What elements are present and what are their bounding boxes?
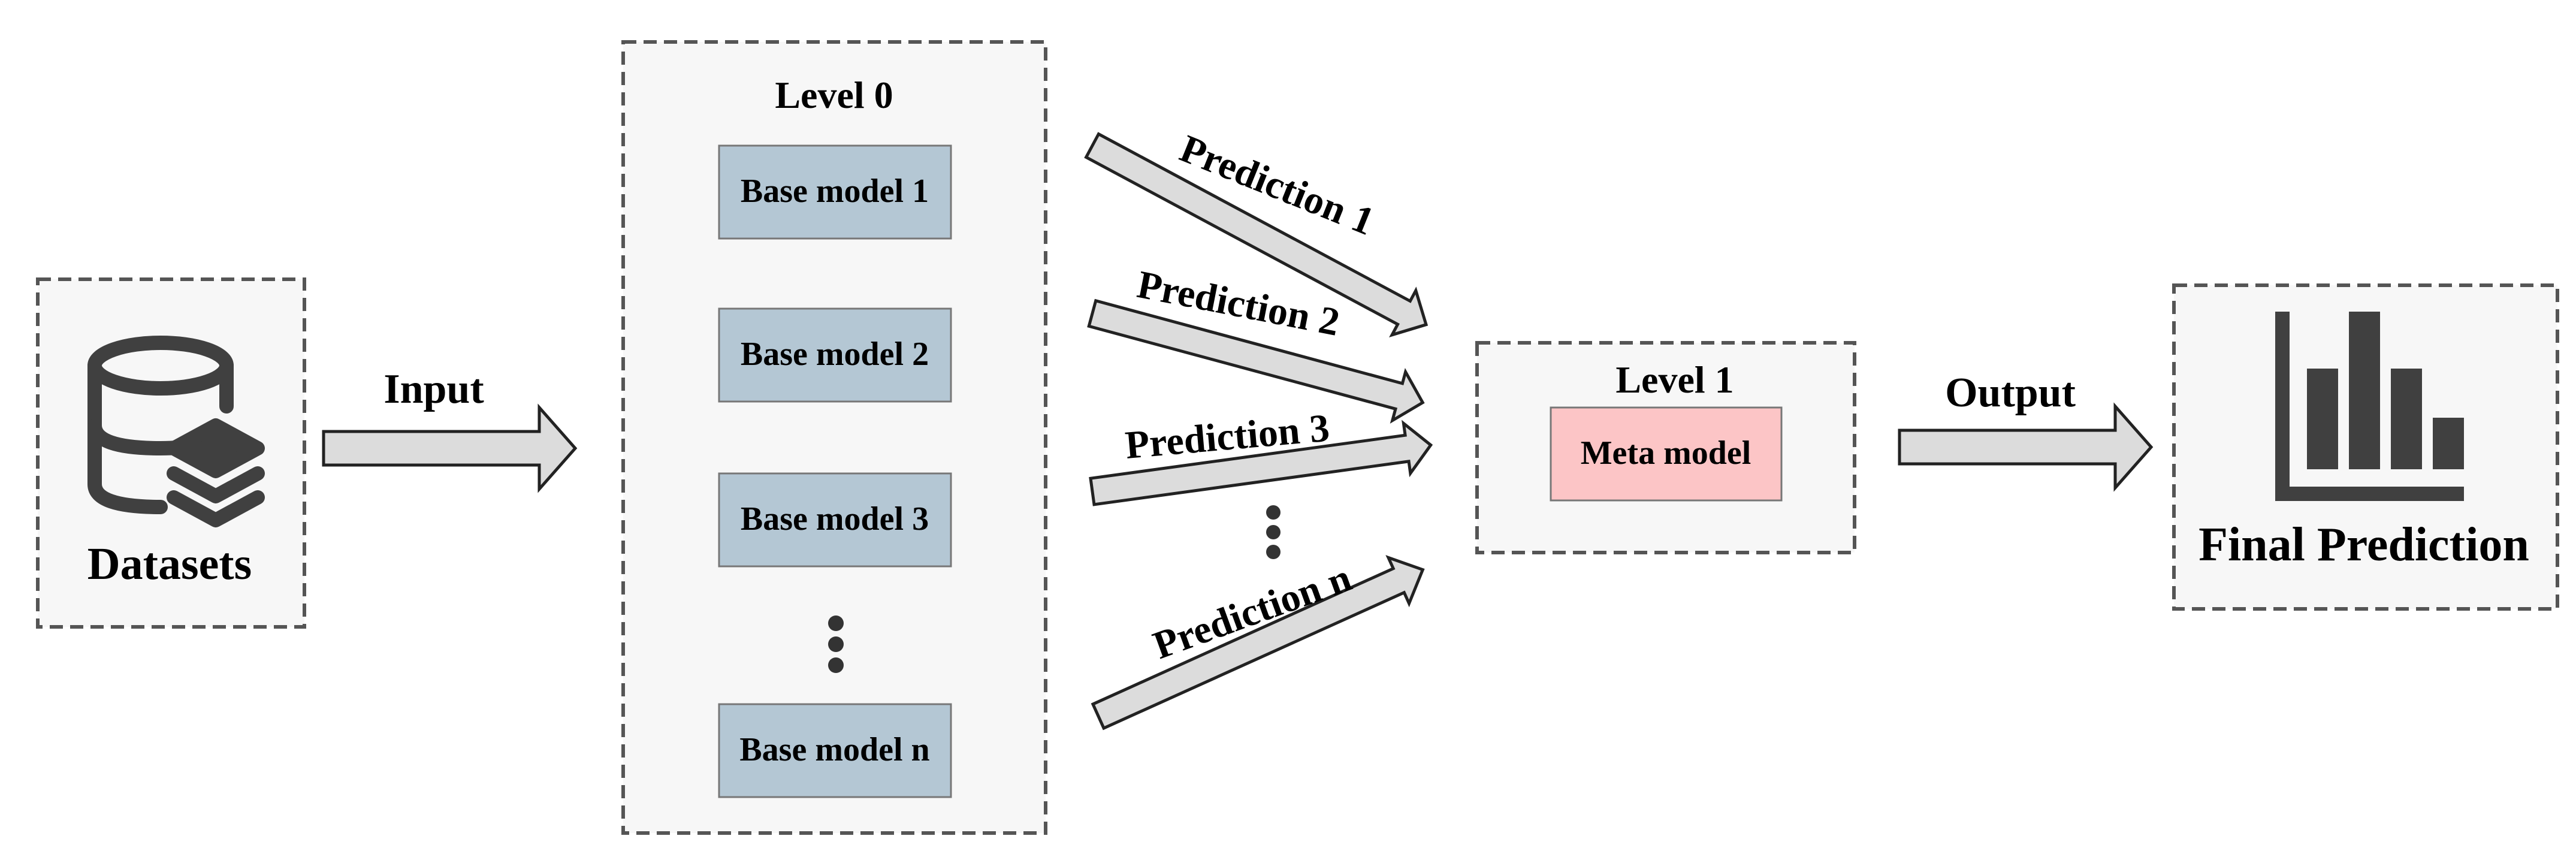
input-arrow [322, 403, 578, 493]
prediction-arrow-2 [1087, 298, 1425, 424]
level0-panel: Level 0 Base model 1 Base model 2 Base m… [621, 40, 1047, 835]
datasets-label: Datasets [87, 539, 252, 589]
prediction-1-label: Prediction 1 [1174, 126, 1380, 244]
meta-model: Meta model [1550, 406, 1783, 502]
final-prediction-label: Final Prediction [2198, 518, 2529, 571]
base-model-1-label: Base model 1 [741, 173, 929, 210]
base-model-3: Base model 3 [718, 472, 952, 568]
base-model-2-label: Base model 2 [741, 336, 929, 373]
database-icon [87, 336, 265, 527]
ellipsis-dots-level0 [828, 615, 844, 673]
ellipsis-dots-predictions [1266, 505, 1281, 559]
base-model-n: Base model n [718, 703, 952, 798]
prediction-arrow-3 [1089, 420, 1433, 506]
output-label: Output [1945, 370, 2076, 416]
prediction-arrow-1 [1084, 132, 1429, 337]
level1-panel: Level 1 Meta model [1475, 341, 1856, 554]
prediction-arrow-n [1091, 555, 1425, 731]
final-prediction-panel: Final Prediction [2172, 283, 2559, 611]
level0-title: Level 0 [775, 74, 893, 116]
base-model-1: Base model 1 [718, 144, 952, 240]
input-label: Input [383, 366, 484, 412]
base-model-n-label: Base model n [739, 731, 929, 768]
datasets-panel: Datasets [36, 277, 306, 629]
base-model-3-label: Base model 3 [741, 500, 929, 538]
bar-chart-icon [2275, 312, 2464, 501]
base-model-2: Base model 2 [718, 307, 952, 403]
meta-model-label: Meta model [1581, 434, 1751, 472]
level1-title: Level 1 [1615, 358, 1734, 401]
output-arrow [1898, 402, 2154, 492]
